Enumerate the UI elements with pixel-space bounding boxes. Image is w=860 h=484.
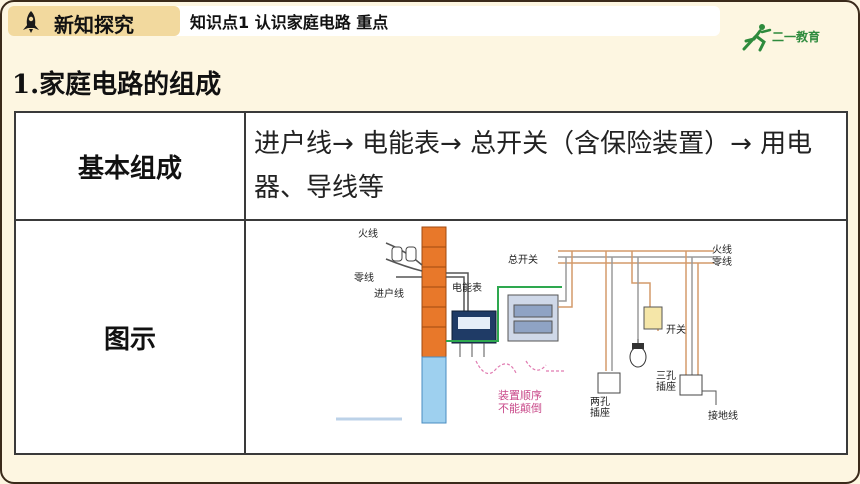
logo-runner-icon [742,24,772,52]
label-neutral-right: 零线 [712,257,732,268]
composition-table: 基本组成 进户线→ 电能表→ 总开关（含保险装置）→ 用电器、导线等 图示 [14,111,848,455]
ground-wire [446,286,562,342]
two-hole-socket-icon [597,372,621,394]
label-meter: 电能表 [452,283,482,294]
circuit-diagram: 火线 零线 进户线 电能表 总开关 火线 零线 开关 两孔 插座 三孔 插座 接… [246,221,846,453]
wall-switch-icon [643,306,663,330]
earth-wire [702,390,717,405]
service-wires [385,242,469,311]
diagram-cell: 火线 零线 进户线 电能表 总开关 火线 零线 开关 两孔 插座 三孔 插座 接… [244,219,848,455]
main-switch-box [507,294,559,342]
lamp-icon [629,339,647,368]
label-service-line: 进户线 [374,289,404,300]
section-pill: 新知探究 [8,6,180,37]
flow-arrows [475,360,564,375]
row-label: 图示 [14,219,246,455]
circuit-diagram-svg [336,226,717,424]
label-two-hole-socket: 两孔 插座 [590,397,610,419]
label-earth-wire: 接地线 [708,411,738,422]
row-label: 基本组成 [14,111,246,221]
three-hole-socket-icon [679,374,703,396]
section-title: 新知探究 [54,13,134,37]
label-three-hole-socket: 三孔 插座 [656,371,676,393]
row-content: 进户线→ 电能表→ 总开关（含保险装置）→ 用电器、导线等 [244,111,848,221]
logo-text: 二一教育 [772,30,821,44]
label-live-left: 火线 [358,229,378,240]
label-switch: 开关 [666,325,686,336]
label-main-switch: 总开关 [508,255,538,266]
brick-wall [421,226,447,424]
label-neutral-left: 零线 [354,273,374,284]
label-order-note: 装置顺序 不能颠倒 [498,389,542,415]
topic-title: 知识点1 认识家庭电路 重点 [190,13,389,32]
table-row: 基本组成 进户线→ 电能表→ 总开关（含保险装置）→ 用电器、导线等 [14,111,848,221]
page-heading: 1.家庭电路的组成 [12,70,222,100]
insulators [391,246,417,262]
table-row: 图示 [14,219,848,455]
rocket-icon [23,11,39,33]
label-live-right: 火线 [712,245,732,256]
electric-meter [451,310,497,357]
